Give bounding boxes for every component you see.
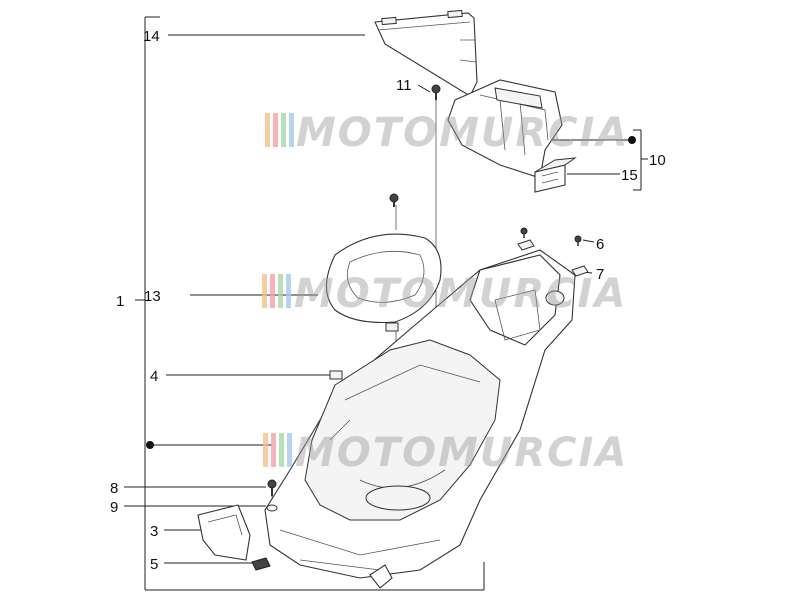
callout-14: 14 [143,28,160,45]
watermark-3: MOTOMURCIA [263,430,628,476]
callout-7: 7 [596,266,604,283]
watermark-stripe [286,274,291,308]
callout-15: 15 [621,167,638,184]
part-15-block [534,157,577,193]
assembly-bracket-1 [135,16,485,591]
callout-8: 8 [110,480,118,497]
watermark-stripe [278,274,283,308]
watermark-stripe [262,274,267,308]
part-1-underseat-tub [264,249,576,589]
watermark-text: MOTOMURCIA [294,271,627,317]
callout-10: 10 [649,152,666,169]
watermark-text: MOTOMURCIA [296,110,629,156]
callout-13: 13 [144,288,161,305]
watermark-stripe [265,113,270,147]
callout-labels: 14 11 10 15 6 7 1 13 4 8 9 3 5 [110,28,666,573]
part-8-9-screw-washer [266,479,278,512]
part-10-battery-compartment [447,79,563,179]
callout-6: 6 [596,236,604,253]
watermark-stripe [279,433,284,467]
part-13-liner [325,193,442,324]
watermark-stripe [270,274,275,308]
watermark-stripe [273,113,278,147]
callout-9: 9 [110,499,118,516]
watermark-stripe [287,433,292,467]
watermark-stripe [289,113,294,147]
watermark-2: MOTOMURCIA [262,271,627,317]
watermark-stripe [271,433,276,467]
part-11-screw [431,84,441,100]
watermark-text: MOTOMURCIA [295,430,628,476]
part-6-7-fasteners [517,227,589,277]
part-14-top-cover [374,9,478,97]
callout-4: 4 [150,368,158,385]
part-3-plate [197,504,251,561]
watermark-stripe [281,113,286,147]
callout-1: 1 [116,293,124,310]
part-5-clip [251,557,271,571]
callout-5: 5 [150,556,158,573]
watermark-1: MOTOMURCIA [265,110,629,156]
callout-3: 3 [150,523,158,540]
callout-11: 11 [396,77,412,94]
assembly-bracket-10 [633,129,648,191]
watermark-stripe [263,433,268,467]
